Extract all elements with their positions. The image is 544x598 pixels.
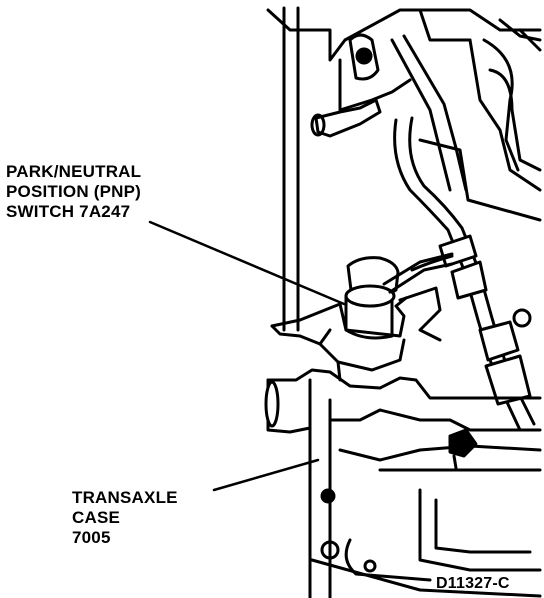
pnp-label-line-3: SWITCH 7A247 bbox=[6, 202, 131, 221]
case-label-line-2: CASE bbox=[72, 508, 121, 527]
pnp-label-line-2: POSITION (PNP) bbox=[6, 182, 142, 201]
callout-leaders bbox=[148, 220, 346, 492]
figure-id: D11327-C bbox=[436, 575, 510, 592]
pnp-label-line-1: PARK/NEUTRAL bbox=[6, 162, 142, 181]
dipstick-tube bbox=[282, 6, 300, 332]
wiring-harness bbox=[393, 116, 536, 432]
pnp-switch-callout: PARK/NEUTRAL POSITION (PNP) SWITCH 7A247 bbox=[6, 162, 141, 222]
case-leader-line bbox=[212, 458, 320, 492]
case-label-line-1: TRANSAXLE bbox=[72, 488, 178, 507]
upper-engine-structure bbox=[266, 8, 542, 222]
pnp-leader-line bbox=[148, 220, 346, 306]
transaxle-case-callout: TRANSAXLE CASE 7005 bbox=[72, 488, 178, 548]
transaxle-case bbox=[264, 308, 542, 598]
case-label-line-3: 7005 bbox=[72, 528, 111, 547]
shift-lever-bracket bbox=[270, 286, 442, 382]
